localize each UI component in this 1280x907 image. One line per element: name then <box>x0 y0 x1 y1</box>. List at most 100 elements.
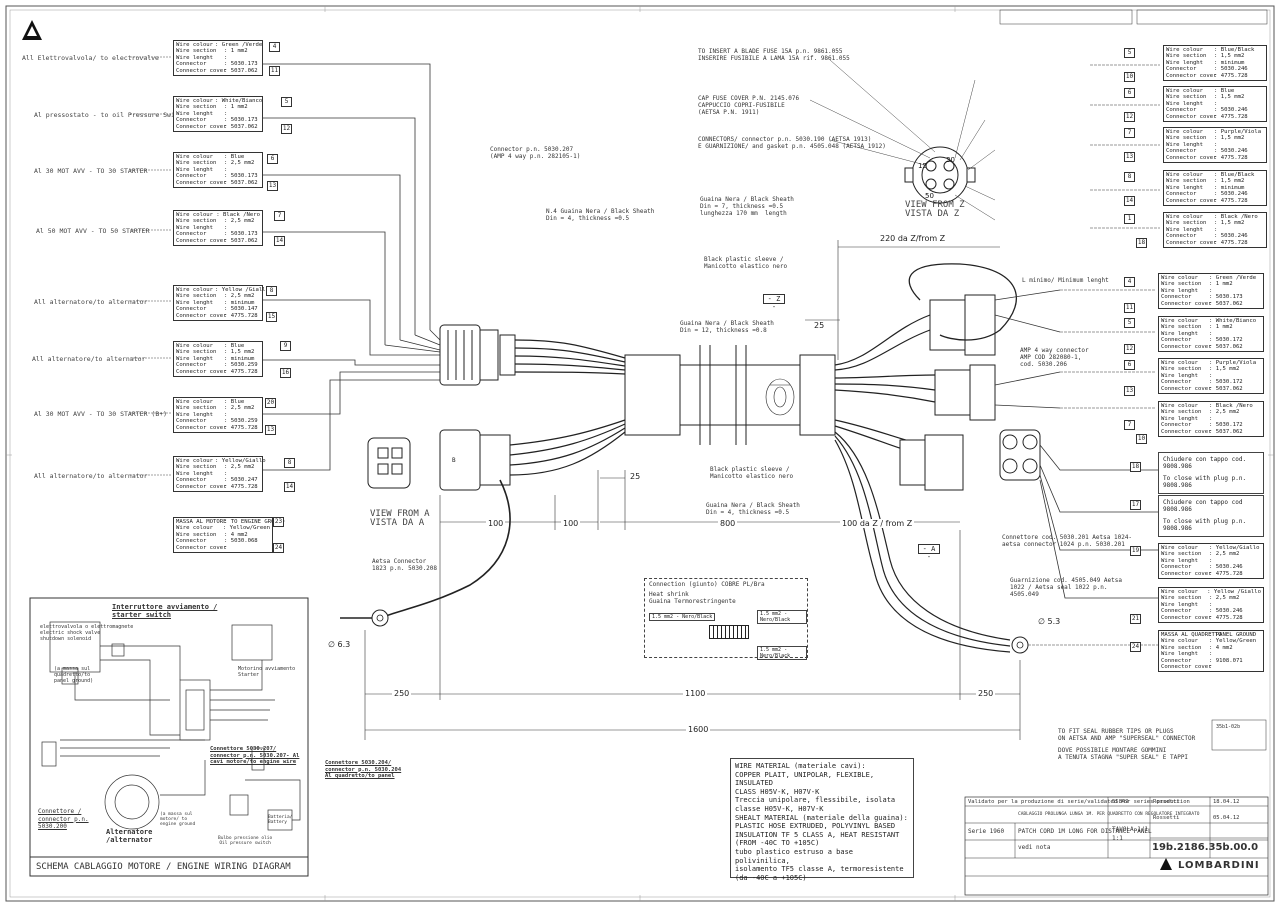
spec-key: Wire section <box>1161 644 1202 651</box>
spec-value: : <box>1209 372 1213 379</box>
spec-key: Connector <box>176 117 207 124</box>
spec-value: : 5037.062 <box>224 123 258 130</box>
spec-value: : Blue/Black <box>1214 47 1255 53</box>
spec-value: : <box>1214 141 1218 148</box>
spec-key: Connector <box>1161 294 1192 301</box>
view-from-z-label: VIEW FROM Z VISTA DA Z <box>905 200 965 219</box>
connector-200-label: Connettore / connector p.n. 5030.200 <box>38 808 89 830</box>
description-en: PATCH CORD 1M LONG FOR DISTANCE PANEL <box>1018 828 1152 835</box>
spec-value: : 1,5 mm2 <box>1214 220 1245 227</box>
spec-key: Connector cover <box>176 483 227 490</box>
series-label: Serie 1960 <box>968 828 1005 835</box>
spec-key: Wire section <box>1166 53 1207 60</box>
dimension-100: 100 <box>561 519 581 528</box>
spec-key: Connector cover <box>176 312 227 319</box>
battery-label: Batteria/ Battery <box>268 815 293 825</box>
spec-key: Wire lenght <box>1161 601 1199 608</box>
splice-title: Connection (giunto) COBRE PL/Bra <box>649 581 765 588</box>
spec-key: Connector cover <box>1166 239 1217 246</box>
spec-key: Connector cover <box>176 179 227 186</box>
spec-key: Wire colour <box>176 525 214 532</box>
spec-key: Connector cover <box>176 67 227 74</box>
spec-value: : Blue/Black <box>1214 172 1255 178</box>
diameter-6-3: ∅ 6.3 <box>326 640 353 649</box>
spec-value: : <box>1214 100 1218 107</box>
company-triangle-logo <box>22 20 42 40</box>
spec-value: : 5037.062 <box>224 237 258 244</box>
note-line: Treccia unipolare, flessibile, isolata <box>735 796 896 805</box>
spec-key: Wire section <box>1161 324 1202 331</box>
item-tag: 13 <box>265 425 276 435</box>
wire-label: 1.5 mm2 - Nero/Black <box>649 613 716 621</box>
spec-key: Connector <box>1166 107 1197 114</box>
spec-key: Wire colour <box>1161 403 1199 409</box>
note-line: (da -40C a +105C) <box>735 873 807 882</box>
spec-value: : 5037.062 <box>224 67 258 74</box>
spec-value: : Yellow/Giallo <box>215 458 266 464</box>
spec-key: Wire colour <box>176 343 214 349</box>
spec-value: : 5030.173 <box>224 231 258 238</box>
spec-key: Connector <box>1161 337 1192 344</box>
connector-spec-table: Wire colour: Purple/Viola Wire section: … <box>1163 127 1267 164</box>
spec-key: Connector <box>1161 379 1192 386</box>
spec-key: Connector <box>176 538 207 545</box>
view-from-a-label: VIEW FROM A VISTA DA A <box>370 509 430 528</box>
note-line: COPPER PLAIT, UNIPOLAR, FLEXIBLE, INSULA… <box>735 770 875 788</box>
spec-value: : Blue <box>224 399 245 405</box>
spec-value: : 2,5 mm2 <box>224 293 255 300</box>
spec-value: : 5030.173 <box>224 117 258 124</box>
connector-spec-table: Wire colour: Green /Verde Wire section: … <box>173 40 263 77</box>
spec-key: Connector cover <box>176 237 227 244</box>
connector-spec-table: Wire colour: Black /Nero Wire section: 2… <box>173 210 263 247</box>
spec-value: : 4775.728 <box>224 368 258 375</box>
spec-value: : 5030.259 <box>224 418 258 425</box>
note-line: isolamento TF5 classe A, termoresistente <box>735 865 904 874</box>
spec-value: : minimum <box>1214 59 1245 66</box>
spec-value: : 2,5 mm2 <box>1209 409 1240 416</box>
spec-value: : 4775.728 <box>1214 113 1248 120</box>
item-tag: 17 <box>1130 500 1141 510</box>
spec-key: Connector cover <box>176 544 227 551</box>
callout-plastic-sleeve: Black plastic sleeve / Manicotto elastic… <box>704 256 788 270</box>
spec-key: Connector <box>1161 608 1192 615</box>
spec-key: Wire section <box>176 104 217 111</box>
spec-value: : Black /Nero <box>1214 214 1258 220</box>
spec-key: Connector <box>176 61 207 68</box>
spec-value: : 4775.728 <box>1214 239 1248 246</box>
spec-value: : 5030.172 <box>1209 337 1243 344</box>
electrovalve-label: elettrovalvola o elettromagnete electric… <box>40 624 134 642</box>
spec-key: Wire lenght <box>176 166 214 173</box>
sheet-number: TAVOLA 1/1 <box>1112 826 1149 833</box>
spec-key: Wire section <box>1161 366 1202 373</box>
svg-text:B: B <box>452 457 456 464</box>
connector-204-label: Connettore 5030.204/ connector p.n. 5030… <box>325 760 402 779</box>
spec-key: Wire lenght <box>176 299 214 306</box>
spec-value: : White/Bianco <box>1209 318 1257 324</box>
spec-value: : 2,5 mm2 <box>224 464 255 471</box>
spec-key: Wire lenght <box>1161 372 1199 379</box>
spec-key: Wire section <box>1161 409 1202 416</box>
spec-key: Wire section <box>1161 551 1202 558</box>
spec-key: Wire lenght <box>1161 557 1199 564</box>
spec-value: : minimum <box>224 355 255 362</box>
spec-value: : <box>224 166 228 173</box>
spec-key: Connector cover <box>1161 300 1212 307</box>
connector-spec-table: Wire colour: Black /Nero Wire section: 1… <box>1163 212 1267 249</box>
item-tag: 18 <box>1130 462 1141 472</box>
spec-value: : Blue <box>224 154 245 160</box>
spec-value: : <box>1209 651 1213 658</box>
note-line: SHEALT MATERIAL (materiale della guaina)… <box>735 813 908 822</box>
materials-note: WIRE MATERIAL (materiale cavi): COPPER P… <box>730 758 914 882</box>
item-tag: 10 <box>1136 434 1147 444</box>
material-note: vedi nota <box>1018 844 1051 851</box>
spec-key: Wire colour <box>176 212 214 218</box>
dimension-100: 100 <box>486 519 506 528</box>
item-tag: 4 <box>269 42 280 52</box>
spec-key: Wire section <box>1166 94 1207 101</box>
spec-value: : 4775.728 <box>1209 614 1243 621</box>
dest-label: Al pressostato - to oil Pressure Switch <box>34 111 187 119</box>
item-tag: 11 <box>269 66 280 76</box>
spec-value: : 2,5 mm2 <box>224 218 255 225</box>
spec-value: : 1,5 mm2 <box>1214 178 1245 185</box>
callout-black-sheath-4: N.4 Guaina Nera / Black Sheath Din = 4, … <box>546 208 655 222</box>
